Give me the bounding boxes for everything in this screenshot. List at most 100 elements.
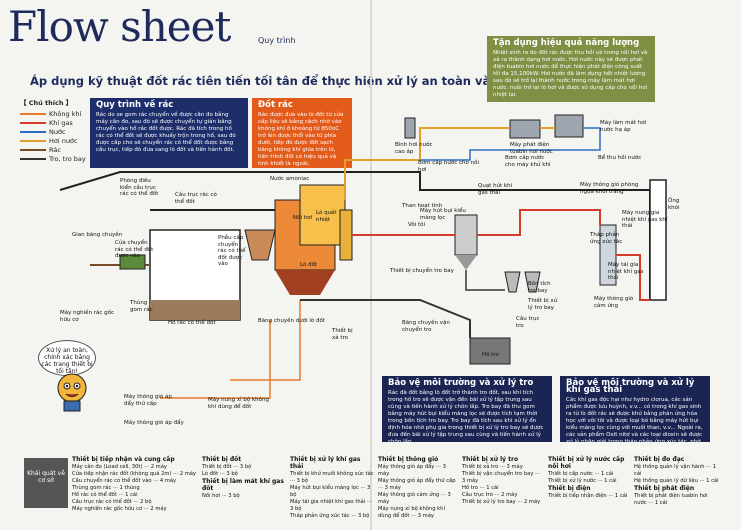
- page-fold-divider: [370, 0, 372, 530]
- legend-item: Tro, tro bay: [20, 154, 90, 163]
- label-ammonia-water: Nước amoniac: [270, 176, 310, 182]
- equipment-row: Máy hút bụi kiểu màng lọc ··· 3 bộ: [290, 485, 371, 498]
- label-chimney: Ống khói: [668, 198, 680, 211]
- label-garbage-pit: Hố rác có thể đốt: [168, 320, 216, 326]
- label-steam-drum: Bình hơi nước cao áp: [395, 142, 433, 155]
- page-subtitle: Áp dụng kỹ thuật đốt rác tiên tiến tối t…: [30, 74, 560, 88]
- equipment-col-title: Thiết bị xử lý tro: [462, 456, 519, 463]
- label-deaerator-pump: Bơm cấp nước cho máy khử khí: [505, 155, 551, 168]
- label-forced-fan: Máy thông gió áp đẩy: [124, 420, 184, 426]
- label-boiler-feed-pump: Bơm cấp nước cho nồi hơi: [418, 160, 479, 173]
- label-gas-heater: Máy nung gia nhiệt khí gas khí thải: [622, 210, 668, 229]
- legend-item: Hơi nước: [20, 136, 90, 145]
- label-gas-reheater: Máy tái gia nhiệt khí gas thải: [608, 262, 644, 281]
- legend-item: Không khí: [20, 109, 90, 118]
- info-box-gas-treatment: Bảo vệ môi trường và xử lý khí gas thải …: [560, 376, 710, 452]
- equipment-row: Thiết bị khử muối không xúc tác ··· 3 bộ: [290, 471, 374, 484]
- label-fly-ash-treatment: Thiết bị xử lý tro bay: [528, 298, 558, 311]
- legend-label: Rác: [49, 145, 61, 154]
- equipment-row: Máy cân đo (Load cell, 30t) ··· 2 máy: [72, 464, 167, 470]
- info-box-title: Tận dụng hiệu quả năng lượng: [493, 38, 640, 48]
- label-conveyor-hall: Gian băng chuyền: [72, 232, 123, 238]
- label-bag-filter: Máy hút bụi kiểu màng lọc: [420, 208, 466, 221]
- equipment-col-title: Thiết bị tiếp nhận và cung cấp: [72, 456, 175, 463]
- equipment-col-title: Thiết bị xử lý nước cấp nồi hơi: [548, 456, 625, 470]
- label-superheater: Lò quát nhiệt: [316, 210, 337, 223]
- equipment-row: Cầu chuyển rác có thể đốt vào ··· 4 máy: [72, 478, 177, 484]
- equipment-row: Thiết bị tiếp nhận điện ··· 1 cái: [548, 493, 628, 499]
- equipment-row: Máy thông gió áp đẩy ··· 3 máy: [378, 464, 446, 477]
- info-box-energy: Tận dụng hiệu quả năng lượng Nhiệt sinh …: [487, 36, 655, 102]
- equipment-row: Thiết bị xả tro ··· 3 máy: [462, 464, 523, 470]
- label-under-furnace-conveyor: Băng chuyền dưới lò đốt: [258, 318, 326, 324]
- label-crane: Cầu trục rác có thể đốt: [175, 192, 217, 205]
- equipment-row: Máy nung xỉ bộ không khí dùng để đốt ···…: [378, 506, 445, 519]
- equipment-row: Thiết bị vận chuyển tro bay ··· 3 máy: [462, 471, 540, 484]
- info-box-title: Bảo vệ môi trường và xử lý tro: [388, 378, 534, 388]
- label-furnace: Lò đốt: [300, 262, 318, 268]
- label-activated-carbon: Than hoạt tính: [402, 203, 443, 209]
- label-induced-fan: Quạt hút khí gas thải: [478, 183, 513, 196]
- info-box-ash-treatment: Bảo vệ môi trường và xử lý tro Rác đã đố…: [382, 376, 552, 445]
- equipment-col-receiving: Thiết bị tiếp nhận và cung cấp Máy cân đ…: [72, 456, 198, 513]
- page-title: Flow sheet: [8, 2, 231, 51]
- steam-drum: [404, 117, 416, 139]
- info-box-title: Đốt rác: [258, 100, 293, 110]
- equipment-col-burning: Thiết bị đốt Thiết bị đốt ··· 3 bộ Lò đố…: [202, 456, 286, 500]
- label-hopper: Phễu cấp chuyển rác có thể đốt được vào: [218, 235, 246, 267]
- info-box-body: Nhiệt sinh ra do đốt rác được thu hồi và…: [493, 50, 648, 98]
- label-crane-control-room: Phòng điều kiển cầu trục rác có thể đốt: [120, 178, 159, 197]
- legend-item: Rác: [20, 145, 90, 154]
- equipment-row: Thiết bị xử lý tro bay ··· 2 máy: [462, 499, 541, 505]
- label-induced-draft-fan: Máy thông gió cảm ứng: [594, 296, 634, 309]
- equipment-row: Cầu trục rác có thể đốt ··· 2 bộ: [72, 499, 152, 505]
- label-ash-discharge: Thiết bị xả tro: [332, 328, 353, 341]
- page-title-sub: Quy trình: [258, 36, 296, 45]
- equipment-col-title: Thiết bị điện: [548, 485, 591, 492]
- equipment-row: Tháp phản ứng xúc tác ··· 3 bộ: [290, 513, 370, 519]
- legend-item: Nước: [20, 127, 90, 136]
- equipment-col-title: Thiết bị thông gió: [378, 456, 439, 463]
- legend-label: Khí gas: [49, 118, 73, 127]
- info-box-title: Bảo vệ môi trường và xử lý khí gas thải: [566, 378, 695, 395]
- equipment-col-title: Thiết bị làm mát khí gas đốt: [202, 478, 284, 492]
- info-box-burning: Đốt rác Rác được đưa vào lò đốt từ cửa c…: [252, 98, 352, 168]
- legend-label: Tro, tro bay: [49, 154, 86, 163]
- equipment-row: Cầu trục tro ··· 2 máy: [462, 492, 518, 498]
- mascot-character: [57, 373, 87, 412]
- garbage-truck: [119, 254, 146, 270]
- steam-condenser: [554, 114, 584, 138]
- equipment-col-gas: Thiết bị xử lý khí gas thải Thiết bị khử…: [290, 456, 374, 520]
- equipment-row: Máy tái gia nhiệt khí gas thải ··· 3 bộ: [290, 499, 372, 512]
- legend-label: Hơi nước: [49, 136, 78, 145]
- equipment-col-measurement: Thiết bị đo đạc Hệ thống quản lý vận hàn…: [634, 456, 720, 507]
- equipment-row: Nồi hơi ··· 3 bộ: [202, 493, 240, 499]
- info-box-body: Rác được đưa vào lò đốt từ cửa cấp liệu …: [258, 112, 344, 167]
- label-fly-ash-silo: Bồn tích tro bay: [528, 281, 551, 294]
- legend-label: Không khí: [49, 109, 82, 118]
- turbine-generator: [509, 119, 541, 139]
- equipment-col-title: Thiết bị đốt: [202, 456, 242, 463]
- bag-filter: [454, 214, 478, 256]
- info-box-garbage-process: Quy trình về rác Rác do xe gom rác chuyể…: [90, 98, 248, 168]
- label-fly-ash-transfer: Thiết bị chuyển tro bay: [390, 268, 454, 274]
- equipment-row: Thiết bị xử lý nước ··· 1 cái: [548, 478, 617, 484]
- equipment-col-title: Thiết bị phát điện: [634, 485, 695, 492]
- label-ash-conveyor: Băng chuyền vận chuyển tro: [402, 320, 450, 333]
- legend: 【 Chú thích 】 Không khí Khí gas Nước Hơi…: [20, 97, 90, 163]
- legend-item: Khí gas: [20, 118, 90, 127]
- equipment-row: Hố rác có thể đốt ··· 1 cái: [72, 492, 138, 498]
- equipment-row: Thiết bị đốt ··· 3 bộ: [202, 464, 252, 470]
- label-water-tank: Bể thu hồi nước: [598, 155, 642, 161]
- label-ash-pit: Hố tro: [482, 352, 499, 358]
- label-collection-bin: Thùng gom rác: [130, 300, 153, 313]
- equipment-row: Lò đốt ··· 3 bộ: [202, 471, 238, 477]
- label-slaked-lime: Vôi tôi: [408, 222, 426, 228]
- equipment-row: Hố tro ··· 1 cái: [462, 485, 499, 491]
- label-air-preheater: Máy nung xỉ bộ không khí dùng để đốt: [208, 397, 269, 410]
- equipment-row: Máy thông gió áp đẩy thứ cấp ··· 3 máy: [378, 478, 456, 491]
- facility-overview-tab: Khái quát về cơ sở: [24, 458, 68, 508]
- label-turbine-generator: Máy phát điện tuabin hơi nước: [510, 142, 553, 155]
- info-box-title: Quy trình về rác: [96, 100, 174, 110]
